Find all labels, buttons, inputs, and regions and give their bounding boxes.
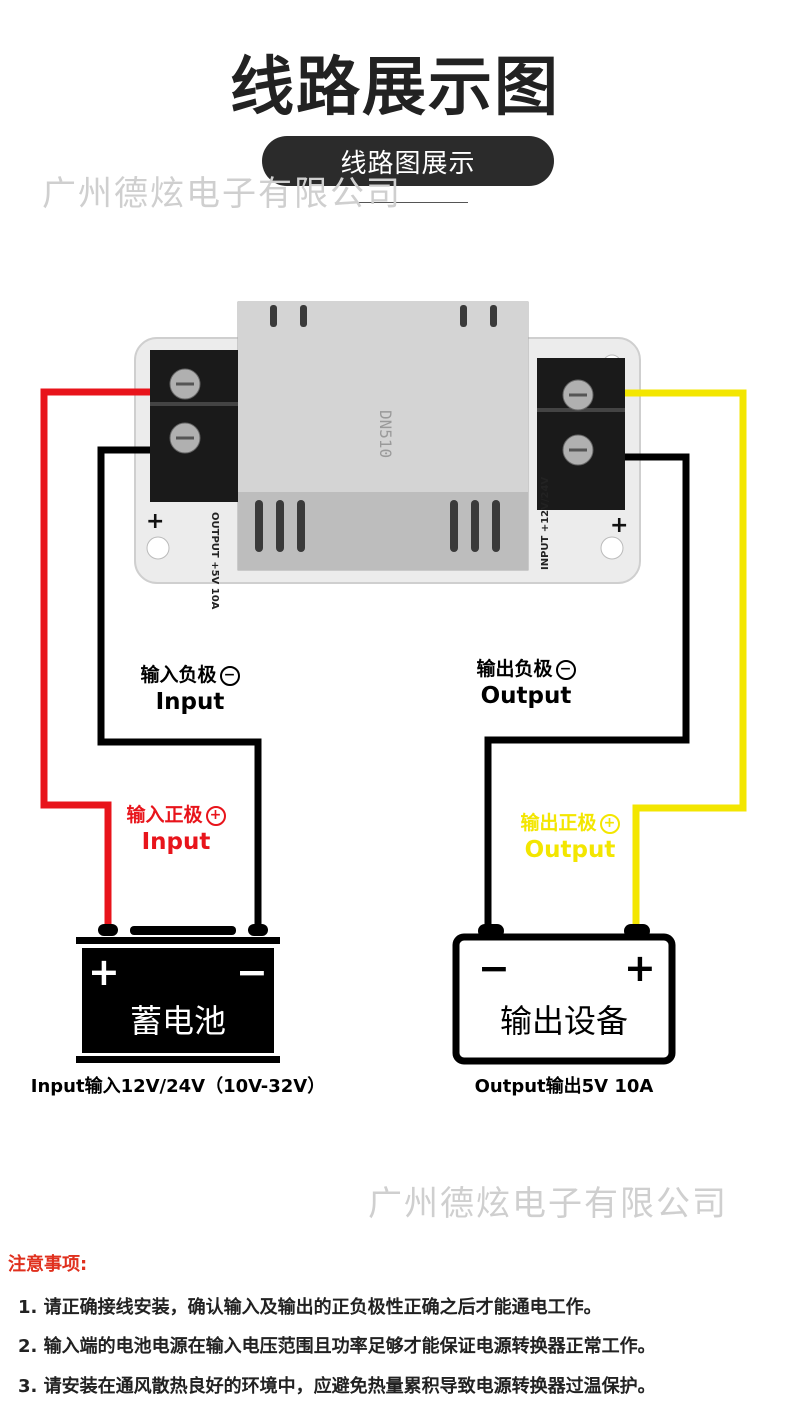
input-positive-wire bbox=[40, 388, 150, 930]
plus-circle-icon: + bbox=[599, 813, 620, 834]
output-device-spec: Output输出5V 10A bbox=[474, 1076, 654, 1097]
input-negative-label: 输入负极− Input bbox=[110, 660, 270, 715]
model-text: DN510 bbox=[376, 410, 395, 458]
watermark-bottom: 广州德炫电子有限公司 bbox=[368, 1184, 728, 1224]
battery-symbol bbox=[76, 924, 280, 1063]
watermark-top: 广州德炫电子有限公司 bbox=[42, 174, 402, 214]
page-title: 线路展示图 bbox=[230, 51, 560, 125]
right-terminal-text: INPUT +12V/24V bbox=[540, 477, 551, 570]
note-item-3: 3. 请安装在通风散热良好的环境中，应避免热量累积导致电源转换器过温保护。 bbox=[18, 1376, 656, 1397]
input-positive-cn: 输入正极 bbox=[126, 804, 203, 826]
battery-label: 蓄电池 bbox=[129, 1002, 226, 1040]
converter-module: DN510 OUTPUT +5V 10A INPUT +12V/24V + + bbox=[134, 301, 641, 610]
output-negative-label: 输出负极− Output bbox=[446, 654, 606, 709]
minus-circle-icon: − bbox=[555, 659, 576, 680]
battery-spec: Input输入12V/24V（10V-32V） bbox=[30, 1076, 326, 1097]
device-minus: − bbox=[478, 946, 510, 990]
subtitle-pill: 线路图展示 bbox=[262, 136, 554, 186]
output-negative-wire bbox=[484, 453, 690, 930]
note-item-2: 2. 输入端的电池电源在输入电压范围且功率足够才能保证电源转换器正常工作。 bbox=[18, 1336, 656, 1357]
left-plus-mark: + bbox=[146, 509, 164, 534]
battery-plus: + bbox=[88, 950, 120, 994]
output-device-label: 输出设备 bbox=[499, 1002, 628, 1040]
output-negative-en: Output bbox=[480, 683, 572, 709]
plus-circle-icon: + bbox=[205, 805, 226, 826]
input-negative-en: Input bbox=[155, 689, 225, 715]
device-plus: + bbox=[624, 946, 656, 990]
output-negative-cn: 输出负极 bbox=[476, 658, 553, 680]
output-positive-cn: 输出正极 bbox=[520, 812, 597, 834]
output-positive-wire bbox=[625, 389, 747, 930]
output-positive-en: Output bbox=[524, 837, 616, 863]
battery-minus: − bbox=[236, 950, 268, 994]
input-positive-en: Input bbox=[141, 829, 211, 855]
notes-heading: 注意事项: bbox=[8, 1254, 88, 1275]
left-terminal-text: OUTPUT +5V 10A bbox=[209, 512, 220, 610]
input-negative-wire bbox=[97, 446, 262, 930]
output-positive-label: 输出正极+ Output bbox=[490, 808, 650, 863]
subtitle-text: 线路图展示 bbox=[340, 148, 476, 179]
output-device-symbol bbox=[452, 924, 676, 1065]
input-positive-label: 输入正极+ Input bbox=[96, 800, 256, 855]
input-negative-cn: 输入负极 bbox=[140, 664, 217, 686]
minus-circle-icon: − bbox=[219, 665, 240, 686]
right-plus-mark: + bbox=[610, 513, 628, 538]
subtitle-underline bbox=[352, 202, 468, 203]
note-item-1: 1. 请正确接线安装，确认输入及输出的正负极性正确之后才能通电工作。 bbox=[18, 1297, 602, 1318]
